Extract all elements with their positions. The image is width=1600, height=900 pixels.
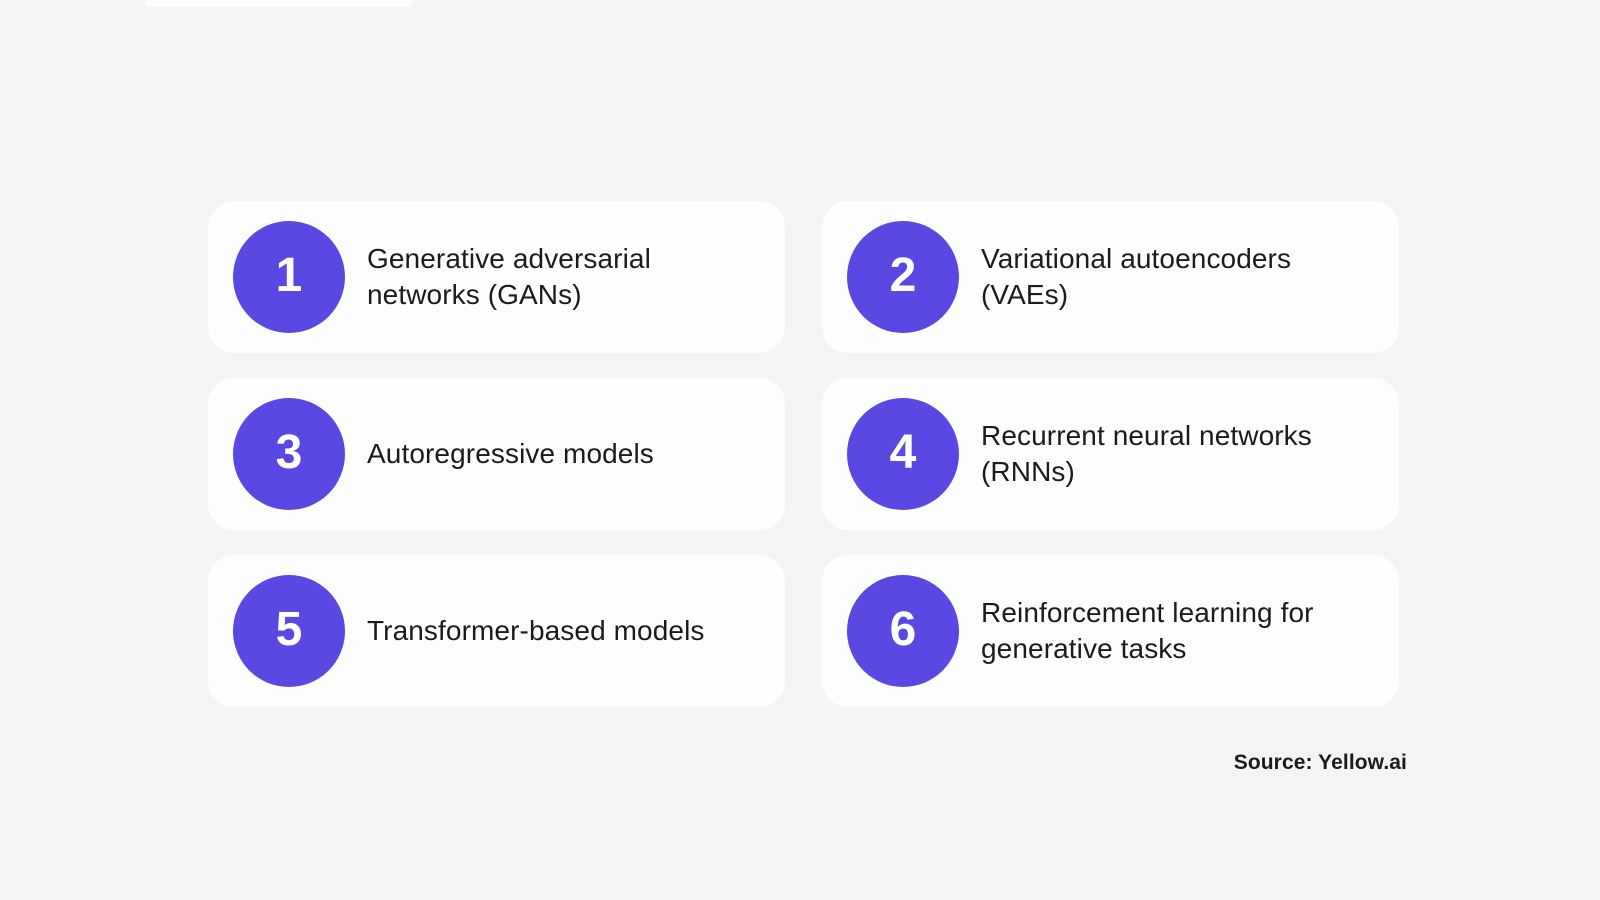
number-badge: 2 xyxy=(847,221,959,333)
number-badge: 1 xyxy=(233,221,345,333)
card-label-line: Autoregressive models xyxy=(367,438,654,469)
card-2: 2 Variational autoencoders (VAEs) xyxy=(822,201,1399,353)
number-badge: 4 xyxy=(847,398,959,510)
card-5: 5 Transformer-based models xyxy=(208,555,785,707)
badge-number-text: 3 xyxy=(275,426,303,479)
card-4: 4 Recurrent neural networks (RNNs) xyxy=(822,378,1399,530)
source-credit: Source: Yellow.ai xyxy=(1233,751,1407,774)
badge-number-text: 6 xyxy=(889,603,917,656)
card-label-line: (VAEs) xyxy=(981,279,1069,310)
card-label-line: Variational autoencoders xyxy=(981,243,1292,274)
card-3: 3 Autoregressive models xyxy=(208,378,785,530)
card-label: Reinforcement learning for generative tas… xyxy=(981,595,1314,667)
card-label-line: generative tasks xyxy=(981,633,1187,664)
card-label-line: (RNNs) xyxy=(981,456,1075,487)
badge-number-text: 2 xyxy=(889,249,917,302)
card-6: 6 Reinforcement learning for generative t… xyxy=(822,555,1399,707)
badge-number-text: 5 xyxy=(275,603,303,656)
card-label-line: Transformer-based models xyxy=(367,615,705,646)
card-label: Variational autoencoders (VAEs) xyxy=(981,241,1291,313)
badge-number-text: 4 xyxy=(889,426,917,479)
card-label: Autoregressive models xyxy=(367,436,654,472)
card-label: Recurrent neural networks (RNNs) xyxy=(981,418,1312,490)
card-label: Transformer-based models xyxy=(367,613,704,649)
card-1: 1 Generative adversarial networks (GANs) xyxy=(208,201,785,353)
number-badge: 3 xyxy=(233,398,345,510)
card-label-line: networks (GANs) xyxy=(367,279,582,310)
card-label: Generative adversarial networks (GANs) xyxy=(367,241,651,313)
card-label-line: Generative adversarial xyxy=(367,243,651,274)
number-badge: 6 xyxy=(847,575,959,687)
card-label-line: Reinforcement learning for xyxy=(981,597,1314,628)
number-badge: 5 xyxy=(233,575,345,687)
badge-number-text: 1 xyxy=(275,249,303,302)
card-label-line: Recurrent neural networks xyxy=(981,420,1312,451)
top-edge-artifact xyxy=(145,0,413,7)
